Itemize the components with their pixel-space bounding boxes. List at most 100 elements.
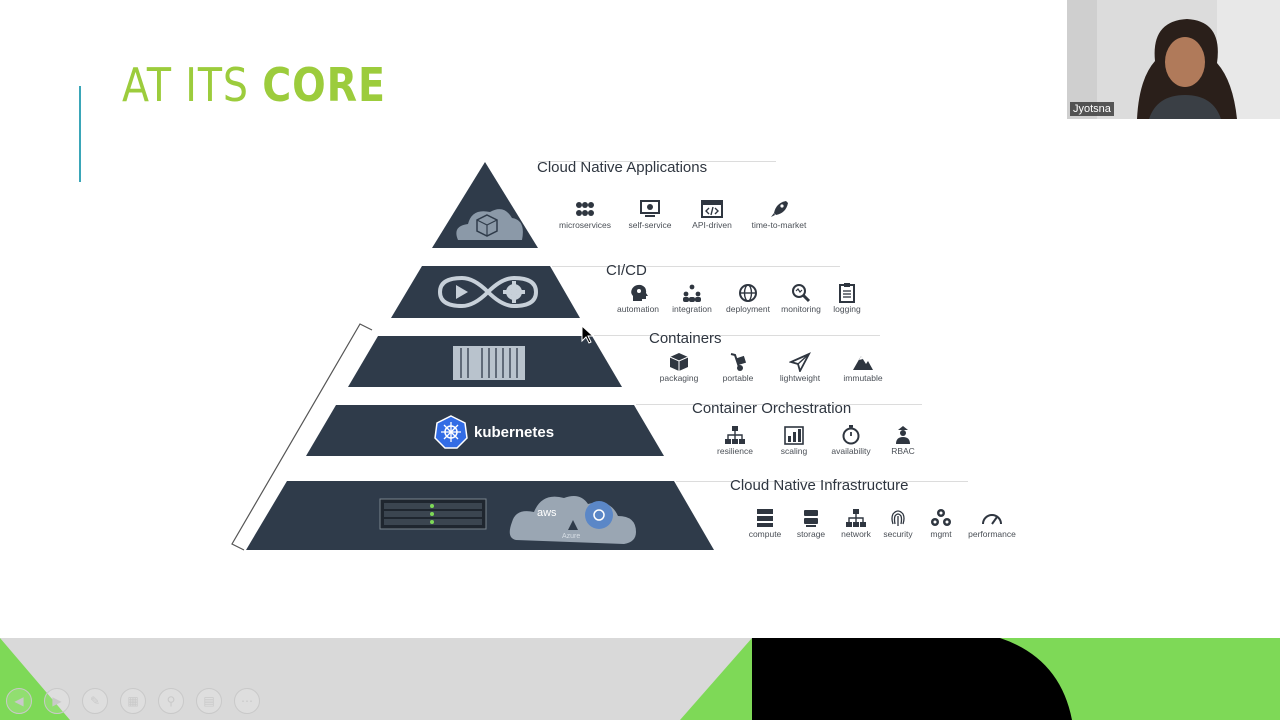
stopwatch-icon bbox=[842, 425, 860, 445]
feature-label: integration bbox=[672, 304, 712, 314]
gear-icon bbox=[503, 281, 525, 303]
hierarchy-icon bbox=[725, 426, 745, 444]
magnifier-icon bbox=[792, 284, 811, 303]
gauge-icon bbox=[982, 514, 1002, 525]
mouse-cursor-icon bbox=[581, 325, 595, 344]
feature-label: immutable bbox=[843, 373, 883, 383]
feature-security: security bbox=[866, 508, 930, 539]
feature-deployment: deployment bbox=[716, 283, 780, 314]
feature-microservices: microservices bbox=[553, 199, 617, 230]
tier-label-infrastructure: Cloud Native Infrastructure bbox=[730, 477, 909, 494]
feature-label: RBAC bbox=[891, 446, 915, 456]
feature-label: packaging bbox=[659, 373, 699, 383]
subtitles-icon: ▤ bbox=[203, 694, 215, 708]
feature-availability: availability bbox=[819, 425, 883, 456]
presenter-name: Jyotsna bbox=[1070, 102, 1114, 116]
feature-label: compute bbox=[748, 529, 782, 539]
paper-plane-icon bbox=[789, 352, 811, 372]
feature-label: resilience bbox=[717, 446, 753, 456]
database-icon bbox=[804, 510, 818, 527]
server-icon bbox=[757, 509, 773, 527]
microservices-icon bbox=[576, 202, 594, 216]
code-window-icon bbox=[701, 200, 723, 218]
fingerprint-icon bbox=[891, 510, 905, 526]
feature-label: storage bbox=[796, 529, 826, 539]
feature-time-to-market: time-to-market bbox=[747, 199, 811, 230]
feature-label: API-driven bbox=[692, 220, 732, 230]
zoom-button[interactable]: ⚲ bbox=[158, 688, 184, 714]
tier-label-apps: Cloud Native Applications bbox=[537, 159, 708, 176]
kubernetes-label: kubernetes bbox=[474, 424, 554, 441]
subtitles-button[interactable]: ▤ bbox=[196, 688, 222, 714]
azure-icon bbox=[568, 520, 578, 530]
presenter-controls: ◀ ▶ ✎ ▦ ⚲ ▤ ⋯ bbox=[6, 688, 260, 714]
divider bbox=[594, 335, 880, 336]
presenter-avatar bbox=[1067, 0, 1280, 119]
divider bbox=[552, 266, 840, 267]
feature-label: portable bbox=[722, 373, 754, 383]
clipboard-icon bbox=[839, 283, 855, 303]
feature-automation: automation bbox=[606, 283, 670, 314]
tier-orchestration-shape bbox=[306, 405, 664, 456]
tier-label-cicd: CI/CD bbox=[606, 262, 647, 279]
pen-icon: ✎ bbox=[89, 694, 101, 708]
title-emphasis: CORE bbox=[262, 58, 386, 112]
feature-lightweight: lightweight bbox=[768, 352, 832, 383]
divider bbox=[538, 161, 776, 162]
server-rack-icon bbox=[379, 498, 487, 530]
feature-label: mgmt bbox=[930, 529, 952, 539]
feature-rbac: RBAC bbox=[871, 425, 935, 456]
feature-label: scaling bbox=[780, 446, 808, 456]
left-arrow-icon: ◀ bbox=[14, 694, 24, 708]
cloud-cube-icon bbox=[456, 209, 523, 240]
see-all-slides-button[interactable]: ▦ bbox=[120, 688, 146, 714]
feature-label: logging bbox=[833, 304, 861, 314]
head-gear-icon bbox=[631, 284, 648, 301]
slide-title: AT ITS CORE bbox=[122, 58, 386, 112]
feature-label: automation bbox=[616, 304, 660, 314]
pen-tool-button[interactable]: ✎ bbox=[82, 688, 108, 714]
feature-network: network bbox=[824, 508, 888, 539]
feature-label: network bbox=[841, 529, 871, 539]
more-options-button[interactable]: ⋯ bbox=[234, 688, 260, 714]
feature-label: performance bbox=[968, 529, 1016, 539]
zoom-icon: ⚲ bbox=[166, 694, 176, 708]
feature-packaging: packaging bbox=[647, 352, 711, 383]
mountain-icon bbox=[853, 356, 873, 370]
monitor-icon bbox=[640, 200, 660, 217]
hand-truck-icon bbox=[730, 353, 747, 371]
right-arrow-icon: ▶ bbox=[52, 694, 62, 708]
feature-portable: portable bbox=[706, 352, 770, 383]
title-prefix: AT ITS bbox=[122, 58, 263, 112]
azure-label: Azure bbox=[562, 533, 580, 540]
feature-compute: compute bbox=[733, 508, 797, 539]
footer-band bbox=[0, 638, 1280, 720]
accent-line bbox=[79, 86, 81, 182]
feature-resilience: resilience bbox=[703, 425, 767, 456]
feature-storage: storage bbox=[779, 508, 843, 539]
feature-label: self-service bbox=[628, 220, 672, 230]
next-slide-button[interactable]: ▶ bbox=[44, 688, 70, 714]
tier-label-orchestration: Container Orchestration bbox=[692, 400, 852, 417]
rocket-icon bbox=[771, 201, 788, 217]
package-icon bbox=[669, 353, 689, 371]
globe-icon bbox=[739, 284, 757, 302]
feature-api-driven: API-driven bbox=[680, 199, 744, 230]
presenter-video: Jyotsna bbox=[1067, 0, 1280, 119]
cloud-providers-icon bbox=[509, 496, 636, 544]
feature-label: deployment bbox=[726, 304, 770, 314]
feature-logging: logging bbox=[815, 283, 879, 314]
divider bbox=[636, 404, 922, 405]
more-icon: ⋯ bbox=[241, 694, 253, 708]
feature-monitoring: monitoring bbox=[769, 283, 833, 314]
pyramid-bracket bbox=[231, 323, 373, 551]
previous-slide-button[interactable]: ◀ bbox=[6, 688, 32, 714]
feature-label: security bbox=[883, 529, 913, 539]
divider bbox=[676, 481, 968, 482]
guard-icon bbox=[896, 426, 910, 444]
shipping-container-icon bbox=[453, 346, 525, 380]
feature-integration: integration bbox=[660, 283, 724, 314]
bar-chart-icon bbox=[784, 426, 804, 445]
